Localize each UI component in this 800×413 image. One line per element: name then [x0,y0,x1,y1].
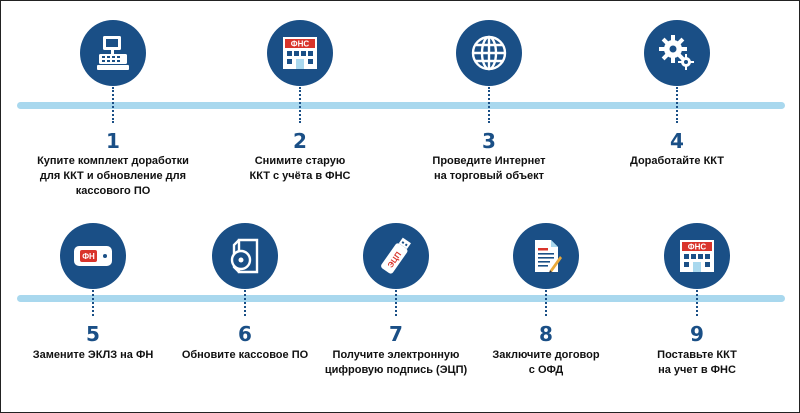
gears-icon [644,20,710,86]
connector-dots [244,290,246,316]
step-label: Заключите договор с ОФД [492,349,600,376]
step-label: Проведите Интернет на торговый объект [432,155,546,182]
step-label: Снимите старую ККТ с учёта в ФНС [249,155,351,182]
fns-building-icon: ФНС [267,20,333,86]
contract-document-icon [513,223,579,289]
step-number: 2 [293,129,307,153]
connector-dots [395,290,397,316]
connector-dots [92,290,94,316]
fn-badge-text: ФН [82,252,95,261]
connector-dots [299,87,301,123]
fns-badge-text: ФНС [291,40,310,49]
step-number: 6 [238,322,252,346]
fns-badge-text: ФНС [688,243,707,252]
connector-dots [696,290,698,316]
fiscal-drive-icon: ФН [60,223,126,289]
step-number: 1 [106,129,120,153]
step-number: 5 [86,322,100,346]
connector-dots [488,87,490,123]
connector-dots [545,290,547,316]
step-number: 3 [482,129,496,153]
connector-dots [676,87,678,123]
software-disc-icon [212,223,278,289]
cash-register-icon [80,20,146,86]
globe-icon [456,20,522,86]
step-label: Получите электронную цифровую подпись (Э… [324,349,468,376]
fns-building-icon: ФНС [664,223,730,289]
step-label: Купите комплект доработки для ККТ и обно… [37,155,189,197]
step-number: 4 [670,129,684,153]
timeline-row-1 [17,102,785,109]
step-number: 9 [690,322,704,346]
step-label: Обновите кассовое ПО [181,349,309,361]
step-label: Поставьте ККТ на учет в ФНС [657,349,737,376]
timeline-row-2 [17,295,785,302]
step-number: 8 [539,322,553,346]
step-label: Доработайте ККТ [629,155,724,167]
connector-dots [112,87,114,123]
usb-token-icon: ЭЦП [363,223,429,289]
step-label: Замените ЭКЛЗ на ФН [32,349,154,361]
step-number: 7 [389,322,403,346]
